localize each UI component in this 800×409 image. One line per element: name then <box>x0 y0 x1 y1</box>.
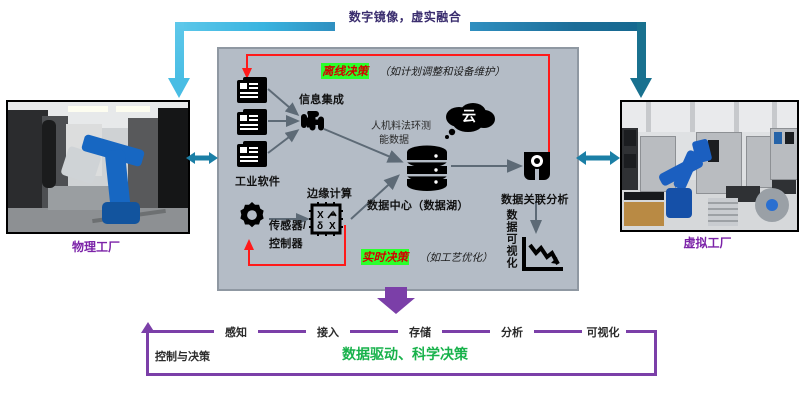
sensor-controller-label-line1: 传感器/ <box>269 220 307 232</box>
left-bidirectional-arrow-icon <box>186 152 218 164</box>
line-chart-icon <box>522 237 563 271</box>
panel-connectors <box>267 88 542 234</box>
data-types-label-line1: 人机料法环测 <box>371 121 431 132</box>
realtime-decision-tag: 实时决策 <box>361 249 409 265</box>
svg-text:X: X <box>329 221 336 232</box>
document-stack-icon <box>237 77 267 103</box>
edge-compute-chip-icon: X δ X <box>309 202 343 236</box>
flow-segment <box>350 330 398 333</box>
virtual-factory-label: 虚拟工厂 <box>683 236 732 250</box>
flow-segment <box>442 330 490 333</box>
flow-step-analysis: 分析 <box>501 327 523 339</box>
information-integration-label: 信息集成 <box>299 94 345 106</box>
svg-text:δ: δ <box>317 221 323 232</box>
flow-step-perception: 感知 <box>225 327 247 339</box>
flow-loop-arrow-icon <box>141 322 155 333</box>
banner-arrow-right-head-icon <box>630 78 652 98</box>
flow-step-access: 接入 <box>317 327 339 339</box>
document-stack-icon <box>237 141 267 167</box>
correlation-analysis-label: 数据关联分析 <box>501 194 569 206</box>
cloud-icon: 云 <box>441 101 497 139</box>
gear-sensor-icon <box>240 201 264 228</box>
banner-bar-right <box>470 22 645 31</box>
realtime-decision-note: （如工艺优化） <box>419 252 493 264</box>
banner-title: 数字镜像，虚实融合 <box>348 10 462 24</box>
data-center-label: 数据中心（数据湖） <box>367 200 469 212</box>
edge-computing-label: 边缘计算 <box>307 188 353 200</box>
right-bidirectional-arrow-icon <box>576 151 620 165</box>
industrial-software-label: 工业软件 <box>235 176 281 188</box>
offline-decision-note: （如计划调整和设备维护） <box>379 66 505 78</box>
panel-to-flow-arrow-stem <box>385 287 407 299</box>
puzzle-piece-icon <box>301 111 324 131</box>
viewport-joystick-icon <box>755 188 789 222</box>
flow-step-storage: 存储 <box>409 327 431 339</box>
panel-to-flow-arrow-head-icon <box>377 298 415 314</box>
data-driven-slogan: 数据驱动、科学决策 <box>342 346 468 362</box>
banner-arrow-left-stem <box>175 22 184 80</box>
data-lake-database-icon <box>407 145 447 191</box>
correlation-analysis-icon <box>524 152 550 183</box>
digital-twin-panel: 离线决策 （如计划调整和设备维护） 工业软件 信息集成 <box>217 47 579 291</box>
data-types-label-line2: 能数据 <box>379 135 409 146</box>
red-feedback-paths <box>242 54 550 266</box>
flow-loop-bottom-edge <box>146 373 657 376</box>
physical-factory-label: 物理工厂 <box>71 240 120 254</box>
banner-arrow-left-head-icon <box>168 78 190 98</box>
flow-loop-right-edge <box>654 330 657 376</box>
flow-step-visualization: 可视化 <box>586 327 620 339</box>
virtual-factory-photo <box>620 100 799 232</box>
physical-factory-photo <box>6 100 190 234</box>
offline-decision-tag: 离线决策 <box>321 63 369 79</box>
cloud-label: 云 <box>462 108 476 124</box>
flow-segment <box>146 330 214 333</box>
flow-segment <box>258 330 306 333</box>
flow-loop-left-edge <box>146 330 149 376</box>
flow-segment <box>626 330 657 333</box>
flow-segment <box>534 330 582 333</box>
document-stack-icon <box>237 109 267 135</box>
banner-arrow-right-stem <box>637 22 646 80</box>
banner-bar-left <box>175 22 335 31</box>
visualization-label: 数据可视化 <box>505 209 517 269</box>
control-and-decision-label: 控制与决策 <box>155 351 210 363</box>
svg-text:X: X <box>317 210 324 221</box>
sensor-controller-label-line2: 控制器 <box>269 238 303 250</box>
